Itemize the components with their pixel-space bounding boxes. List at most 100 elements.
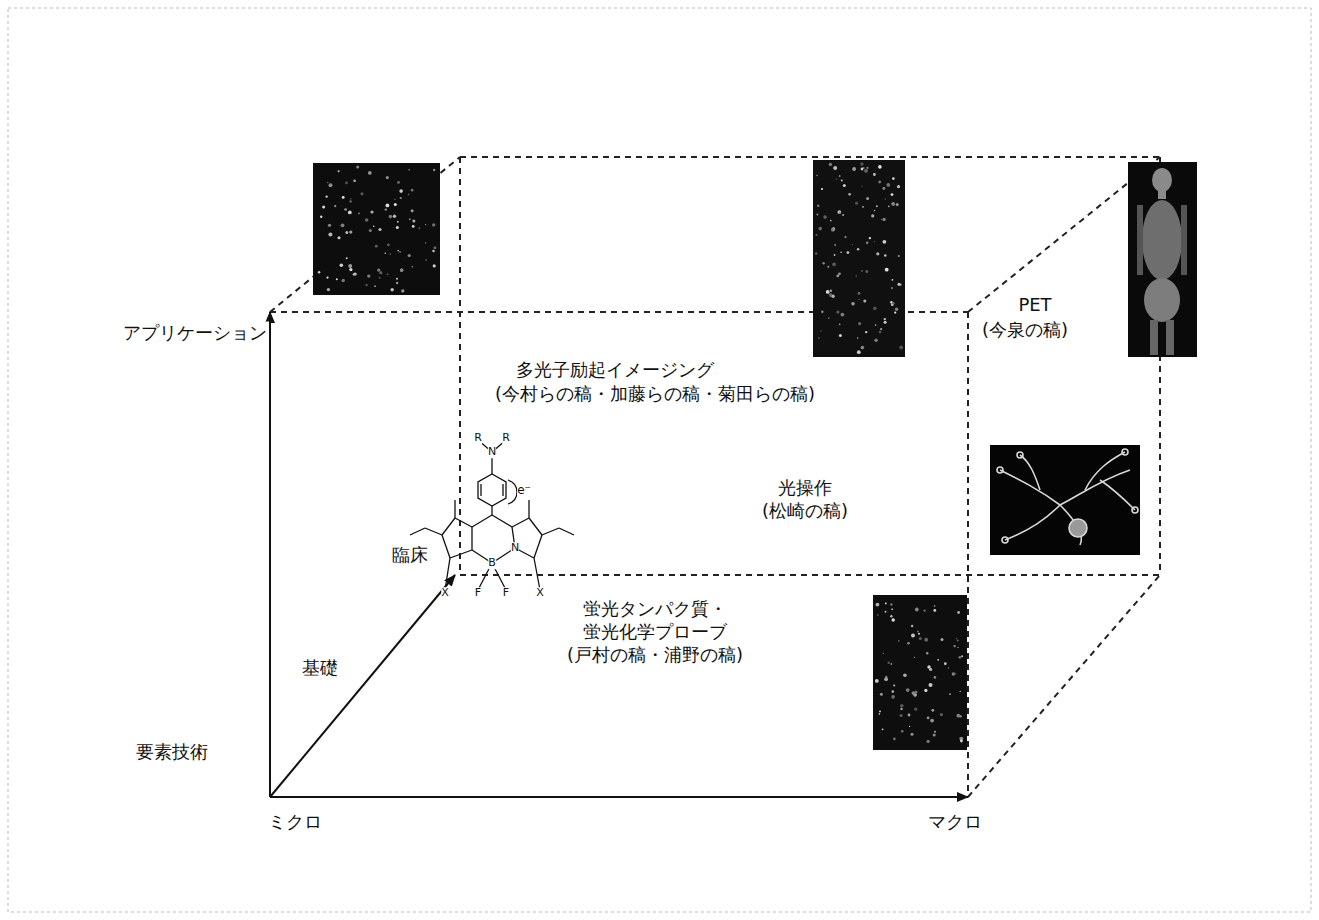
speckle	[960, 740, 963, 743]
speckle	[911, 633, 915, 637]
atom-label: R	[474, 432, 482, 444]
speckle	[847, 251, 850, 254]
speckle	[843, 184, 846, 187]
speckle	[394, 198, 396, 200]
speckle	[897, 185, 900, 188]
speckle	[918, 633, 920, 635]
speckle	[949, 693, 951, 695]
speckle	[418, 227, 420, 229]
speckle	[365, 218, 368, 221]
speckle	[858, 292, 861, 295]
speckle	[370, 210, 373, 213]
speckle	[857, 248, 860, 251]
speckle	[387, 244, 390, 247]
speckle	[838, 272, 841, 275]
speckle	[857, 337, 858, 338]
speckle	[396, 278, 398, 280]
speckle	[894, 312, 896, 314]
speckle	[834, 254, 836, 256]
speckle	[393, 215, 396, 218]
speckle	[816, 214, 818, 216]
axis-label: 基礎	[300, 656, 340, 679]
speckle	[911, 625, 913, 627]
speckle	[866, 242, 868, 244]
speckle	[908, 714, 911, 717]
speckle	[895, 308, 898, 311]
speckle	[885, 611, 887, 613]
speckle	[834, 244, 836, 246]
speckle	[400, 197, 402, 199]
atom-label: B	[488, 557, 496, 569]
speckle	[401, 289, 404, 292]
speckle	[883, 240, 887, 244]
speckle	[858, 322, 861, 325]
speckle	[885, 676, 887, 678]
region-title: 多光子励起イメージング	[514, 358, 716, 381]
axis-label: 要素技術	[134, 740, 210, 763]
speckle	[873, 307, 877, 311]
speckle	[426, 259, 427, 260]
speckle	[425, 224, 426, 225]
speckle	[960, 691, 961, 692]
speckle	[334, 205, 336, 207]
speckle	[840, 252, 842, 254]
axis-label: ミクロ	[266, 810, 324, 833]
speckle	[377, 268, 380, 271]
speckle	[948, 667, 949, 668]
speckle	[917, 631, 919, 633]
speckle	[893, 684, 895, 686]
speckle	[896, 203, 899, 206]
axis-label: アプリケーション	[121, 321, 269, 344]
speckle	[408, 254, 411, 257]
speckle	[831, 228, 835, 232]
speckle	[342, 279, 345, 282]
speckle	[350, 198, 351, 199]
speckle	[865, 270, 868, 273]
speckle	[855, 202, 858, 205]
speckle	[397, 221, 399, 223]
speckle	[433, 264, 436, 267]
speckle	[400, 268, 403, 271]
speckle	[344, 208, 347, 211]
speckle	[411, 209, 414, 212]
speckle	[346, 257, 348, 259]
speckle	[341, 223, 345, 227]
speckle	[941, 638, 944, 641]
speckle	[912, 691, 916, 695]
axes	[270, 312, 968, 797]
speckle	[937, 659, 939, 661]
speckle	[368, 171, 372, 175]
speckle	[891, 695, 895, 699]
speckle	[956, 714, 960, 718]
speckle	[848, 193, 850, 195]
speckle	[379, 271, 382, 274]
speckle	[823, 215, 827, 219]
speckle	[874, 241, 875, 242]
speckle	[396, 226, 399, 229]
speckle	[409, 219, 410, 220]
speckle	[931, 709, 934, 712]
speckle	[874, 210, 875, 211]
speckle	[836, 178, 837, 179]
speckle	[818, 227, 822, 231]
atom-label: F	[503, 587, 509, 599]
cube-edges	[270, 157, 1160, 797]
speckle	[817, 204, 820, 207]
speckle	[322, 206, 325, 209]
speckle	[861, 168, 864, 171]
speckle	[841, 179, 843, 181]
speckle	[342, 196, 345, 199]
speckle	[893, 738, 896, 741]
speckle	[852, 244, 853, 245]
speckle	[924, 638, 928, 642]
atom-label: X	[441, 587, 449, 599]
speckle	[389, 215, 393, 219]
speckle	[914, 657, 915, 658]
speckle	[326, 277, 328, 279]
speckle	[826, 290, 830, 294]
speckle	[927, 740, 930, 743]
speckle	[375, 245, 378, 248]
speckle	[885, 198, 886, 199]
speckle	[957, 647, 958, 648]
speckle	[837, 210, 841, 214]
